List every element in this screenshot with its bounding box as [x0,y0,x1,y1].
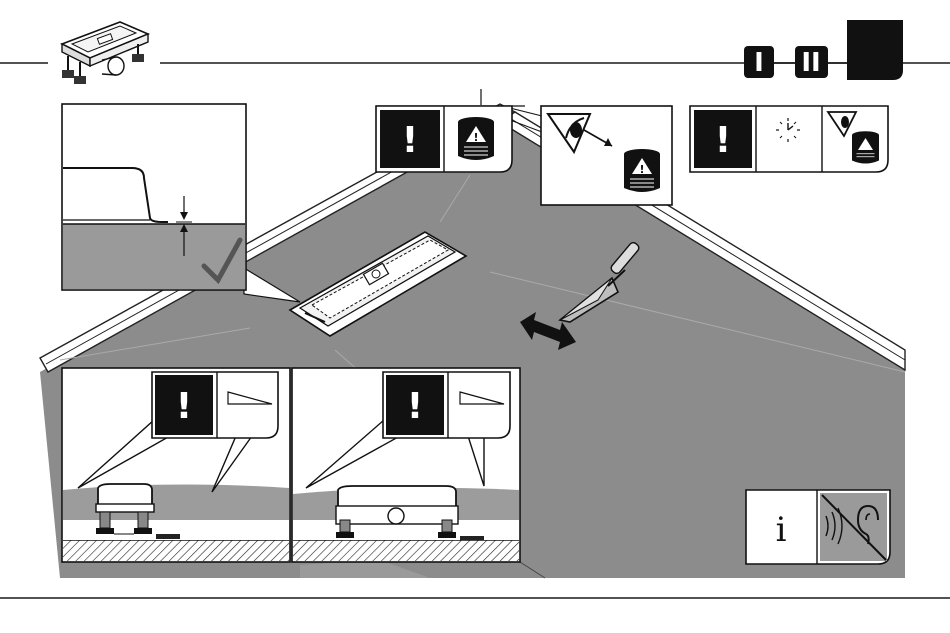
section-detail-1: ! [62,368,290,562]
warning-mark: ! [402,120,418,161]
info-icon: i [776,510,787,550]
svg-text:!: ! [639,163,644,176]
product-drain-icon [62,22,148,84]
step-1-label: I [754,48,764,78]
warning-mark-2: ! [715,120,731,161]
inspect-panel: ! [541,106,672,205]
info-sign-group: i [746,490,890,564]
step-3-tab [847,20,903,80]
bucket-warning-icon-2: ! [624,149,660,192]
svg-text:!: ! [473,131,478,144]
step-tabs: I II [744,20,903,80]
section-detail-2: ! [292,368,520,562]
bucket-warning-icon: ! [458,117,494,160]
warning-mark-4: ! [407,386,423,427]
no-noise-ear-icon [820,493,887,561]
step-2-label: II [801,48,820,78]
time-sign-group: ! [690,106,888,172]
bucket-warning-icon-3 [852,131,879,163]
warning-mark-3: ! [176,386,192,427]
